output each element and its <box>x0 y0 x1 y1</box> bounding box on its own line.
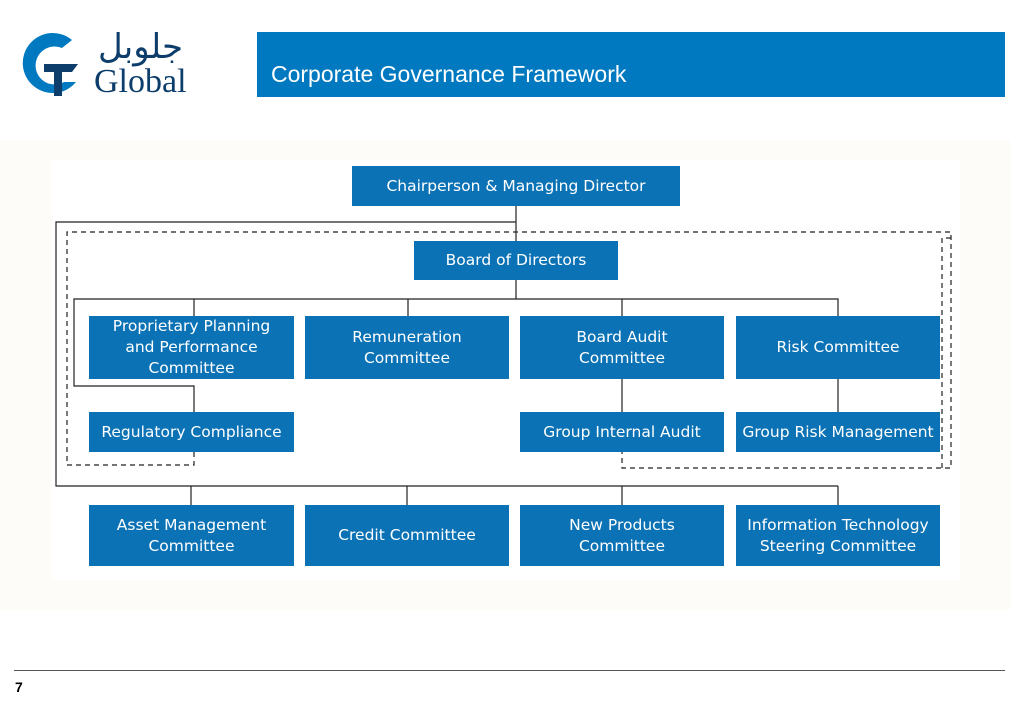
chairperson-box: Chairperson & Managing Director <box>352 166 680 206</box>
title-bar: Corporate Governance Framework <box>257 32 1005 97</box>
page-number: 7 <box>15 679 23 695</box>
remuneration-committee-box: Remuneration Committee <box>305 316 509 379</box>
board-of-directors-box: Board of Directors <box>414 241 618 280</box>
it-steering-committee-box: Information Technology Steering Committe… <box>736 505 940 566</box>
asset-management-committee-box: Asset Management Committee <box>89 505 294 566</box>
regulatory-compliance-box: Regulatory Compliance <box>89 412 294 452</box>
logo-arabic-text: جلوبل <box>98 27 184 67</box>
group-risk-management-box: Group Risk Management <box>736 412 940 452</box>
board-audit-committee-box: Board Audit Committee <box>520 316 724 379</box>
footer-divider <box>14 670 1005 671</box>
page-title: Corporate Governance Framework <box>271 61 627 87</box>
new-products-committee-box: New Products Committee <box>520 505 724 566</box>
credit-committee-box: Credit Committee <box>305 505 509 566</box>
group-internal-audit-box: Group Internal Audit <box>520 412 724 452</box>
company-logo: جلوبل Global <box>14 28 194 100</box>
logo-mark-icon <box>22 33 78 96</box>
logo-latin-text: Global <box>94 63 187 100</box>
risk-committee-box: Risk Committee <box>736 316 940 379</box>
ppc-committee-box: Proprietary Planning and Performance Com… <box>89 316 294 379</box>
